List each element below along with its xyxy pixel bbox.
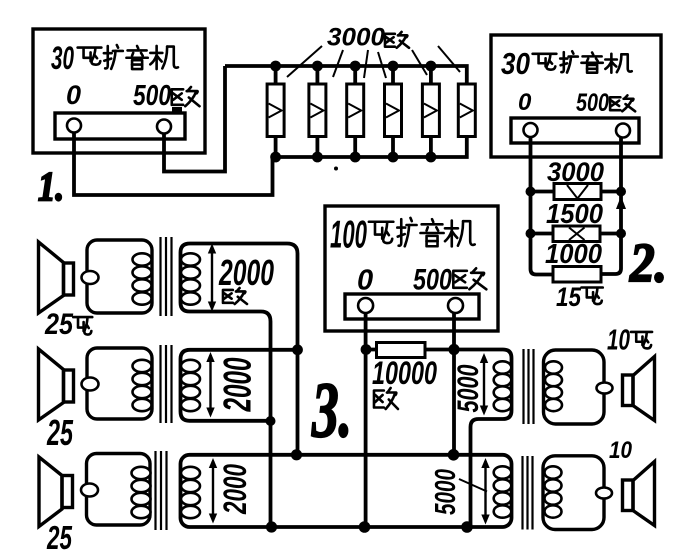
svg-text:25: 25 (46, 412, 73, 453)
svg-text:3.: 3. (311, 366, 352, 453)
svg-text:30: 30 (501, 46, 530, 81)
svg-text:25: 25 (46, 519, 72, 556)
svg-text:2000: 2000 (217, 357, 260, 412)
svg-text:0: 0 (357, 265, 373, 297)
svg-text:10000: 10000 (372, 355, 437, 391)
svg-text:500: 500 (413, 264, 452, 297)
svg-text:0: 0 (66, 80, 81, 110)
svg-text:0: 0 (518, 89, 532, 116)
svg-text:25: 25 (44, 308, 74, 341)
svg-text:10: 10 (609, 437, 633, 464)
svg-text:1500: 1500 (546, 198, 603, 229)
svg-text:3000: 3000 (327, 24, 385, 52)
svg-text:100: 100 (330, 214, 367, 257)
svg-text:2000: 2000 (218, 252, 274, 293)
svg-text:1.: 1. (38, 163, 64, 209)
svg-text:2.: 2. (629, 232, 667, 293)
svg-text:30: 30 (51, 40, 74, 76)
svg-text:500: 500 (133, 80, 171, 112)
svg-text:5000: 5000 (452, 364, 485, 412)
svg-text:500: 500 (576, 89, 609, 117)
svg-text:2000: 2000 (217, 464, 253, 515)
svg-text:5000: 5000 (430, 469, 462, 515)
svg-text:1000: 1000 (545, 238, 602, 269)
svg-text:15: 15 (556, 282, 582, 312)
svg-text:3000: 3000 (547, 157, 604, 187)
svg-text:10: 10 (607, 325, 630, 357)
